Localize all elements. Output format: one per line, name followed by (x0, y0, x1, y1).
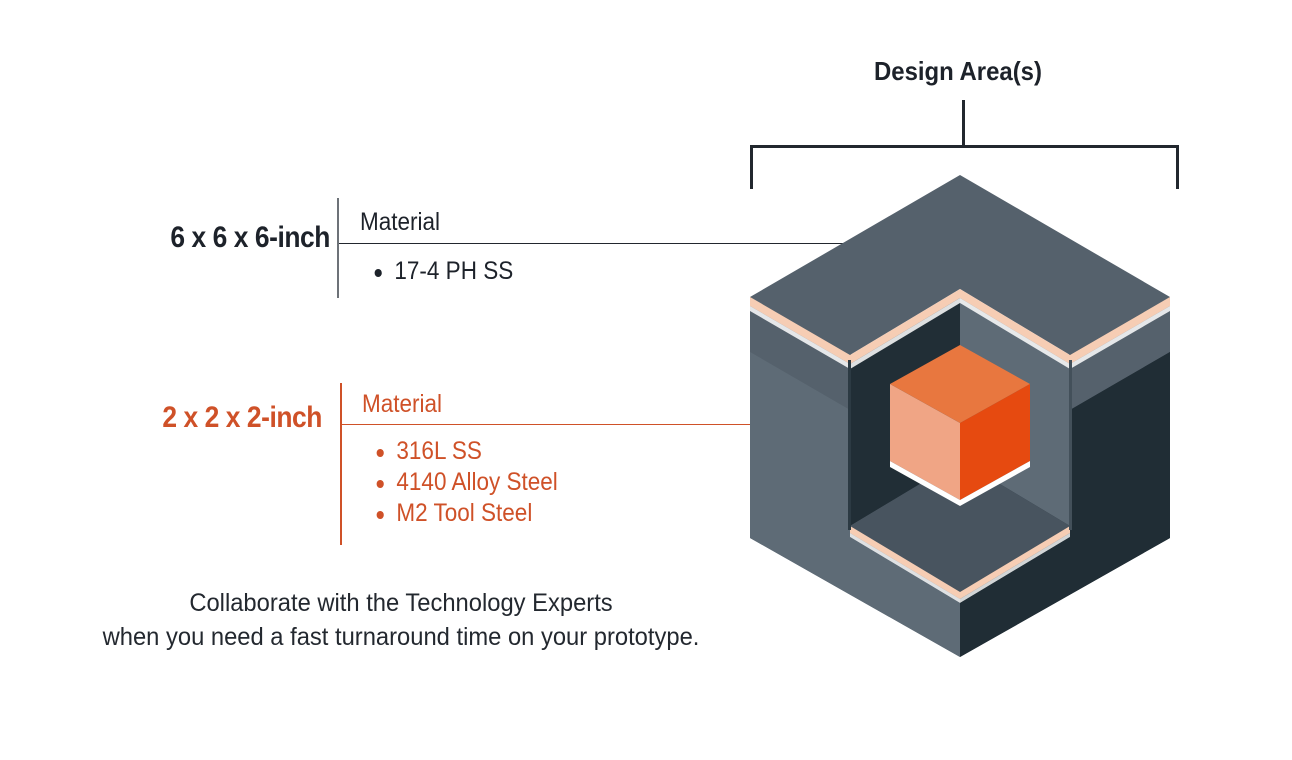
list-item: 316L SS (373, 436, 558, 467)
caption-line-1: Collaborate with the Technology Experts (189, 589, 613, 617)
inner-material-list: 316L SS 4140 Alloy Steel M2 Tool Steel (373, 436, 578, 529)
inner-material-heading: Material (362, 390, 443, 418)
outer-dimension-label: 6 x 6 x 6-inch (170, 221, 330, 254)
bracket-stem (962, 100, 965, 146)
list-item: 4140 Alloy Steel (373, 467, 558, 498)
page-title: Design Area(s) (874, 56, 1042, 86)
inner-cube-right-face (960, 384, 1030, 500)
notch-left-edge-rim (848, 360, 851, 530)
inner-dimension-label: 2 x 2 x 2-inch (162, 401, 322, 434)
notch-right-edge-rim (1069, 360, 1072, 530)
outer-material-heading: Material (360, 208, 441, 236)
inner-leader-line (342, 424, 946, 425)
isometric-cutaway-cube (730, 160, 1200, 670)
outer-cube-top-face (750, 175, 1170, 355)
inner-cube-left-face (890, 384, 960, 500)
outer-callout-divider (337, 198, 339, 298)
outer-leader-line (339, 243, 921, 244)
bracket-top-rail (750, 145, 1179, 148)
list-item: M2 Tool Steel (373, 498, 558, 529)
outer-cube-front-left-lower (750, 352, 960, 657)
caption: Collaborate with the Technology Experts … (54, 586, 748, 654)
bracket-left-tick (750, 145, 753, 189)
caption-line-2: when you need a fast turnaround time on … (102, 623, 700, 651)
list-item: 17-4 PH SS (371, 256, 513, 287)
outer-material-list: 17-4 PH SS (371, 256, 529, 287)
inner-callout-divider (340, 383, 342, 545)
outer-cube-front-right-lower (960, 352, 1170, 657)
bracket-right-tick (1176, 145, 1179, 189)
